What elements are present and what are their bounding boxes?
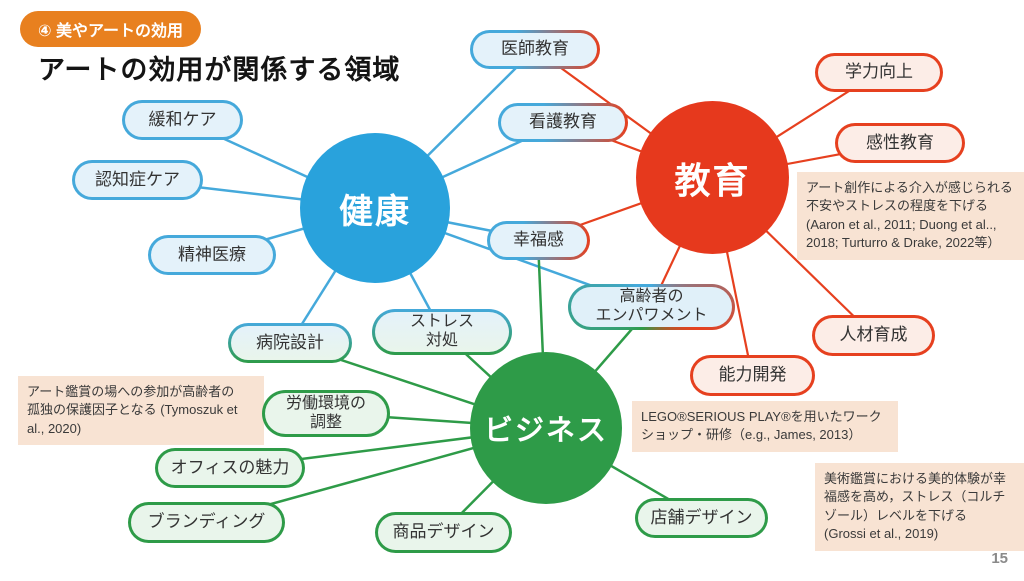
circle-education: 教育 — [636, 101, 789, 254]
node-sensibility-education: 感性教育 — [835, 123, 965, 163]
node-label: 認知症ケア — [75, 163, 200, 197]
node-work-environment: 労働環境の 調整 — [262, 390, 390, 437]
circle-health: 健康 — [300, 133, 450, 283]
node-label: 幸福感 — [490, 224, 587, 257]
node-elderly-empowerment: 高齢者の エンパワメント — [568, 284, 735, 330]
node-talent-development: 人材育成 — [812, 315, 935, 356]
node-label: 病院設計 — [231, 326, 349, 360]
node-office-appeal: オフィスの魅力 — [155, 448, 305, 488]
node-label: 能力開発 — [693, 358, 812, 393]
node-physician-education: 医師教育 — [470, 30, 600, 69]
node-label: 感性教育 — [838, 126, 962, 160]
node-label: 労働環境の 調整 — [265, 393, 387, 434]
node-wellbeing: 幸福感 — [487, 221, 590, 260]
node-label: 人材育成 — [815, 318, 932, 353]
node-palliative-care: 緩和ケア — [122, 100, 243, 140]
node-label: 商品デザイン — [378, 515, 509, 550]
node-label: 高齢者の エンパワメント — [571, 287, 732, 327]
node-label: 学力向上 — [818, 56, 940, 89]
node-label: 店舗デザイン — [638, 501, 765, 535]
annotation-lego-research: LEGO®SERIOUS PLAY®を用いたワーク ショップ・研修（e.g., … — [632, 401, 898, 452]
node-dementia-care: 認知症ケア — [72, 160, 203, 200]
node-stress-coping: ストレス 対処 — [372, 309, 512, 355]
node-label: 医師教育 — [473, 33, 597, 66]
node-academic-improvement: 学力向上 — [815, 53, 943, 92]
node-label: 看護教育 — [501, 106, 625, 139]
node-label: オフィスの魅力 — [158, 451, 302, 485]
node-branding: ブランディング — [128, 502, 285, 543]
node-hospital-design: 病院設計 — [228, 323, 352, 363]
node-label: 緩和ケア — [125, 103, 240, 137]
section-badge: ④ 美やアートの効用 — [20, 11, 202, 47]
circle-business: ビジネス — [470, 352, 622, 504]
node-nursing-education: 看護教育 — [498, 103, 628, 142]
node-label: ストレス 対処 — [375, 312, 509, 352]
node-capability-development: 能力開発 — [690, 355, 815, 396]
node-label: 精神医療 — [151, 238, 273, 272]
node-psychiatric-medicine: 精神医療 — [148, 235, 276, 275]
annotation-aesthetic-research: 美術鑑賞における美的体験が幸 福感を高め，ストレス（コルチ ゾール）レベルを下げ… — [815, 463, 1024, 551]
node-store-design: 店舗デザイン — [635, 498, 768, 538]
annotation-loneliness-research: アート鑑賞の場への参加が高齢者の 孤独の保護因子となる (Tymoszuk et… — [18, 376, 264, 446]
node-label: ブランディング — [131, 505, 282, 540]
annotation-education-research: アート創作による介入が感じられる 不安やストレスの程度を下げる (Aaron e… — [797, 172, 1024, 260]
node-product-design: 商品デザイン — [375, 512, 512, 553]
page-number: 15 — [991, 550, 1008, 567]
page-title: アートの効用が関係する領域 — [38, 55, 401, 85]
